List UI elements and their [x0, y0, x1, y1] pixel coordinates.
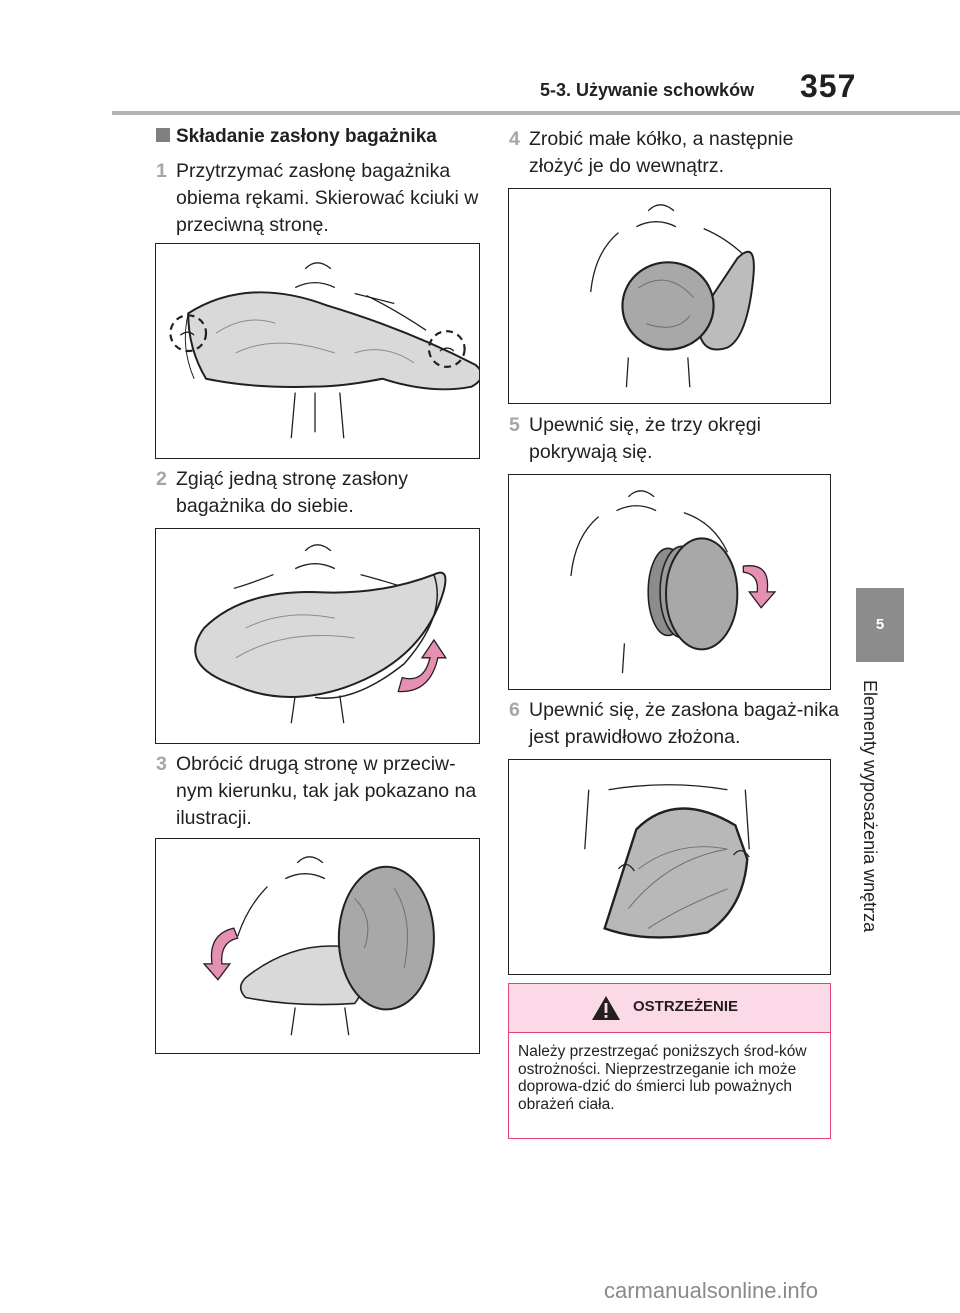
step-5: 5 Upewnić się, że trzy okręgi pokrywają …	[509, 412, 839, 466]
warning-header: OSTRZEŻENIE	[509, 984, 830, 1033]
warning-box: OSTRZEŻENIE Należy przestrzegać poniższy…	[508, 983, 831, 1139]
warning-text: Należy przestrzegać poniższych środ-ków …	[518, 1043, 807, 1113]
illustration-step-2	[155, 528, 480, 744]
step-4: 4 Zrobić małe kółko, a następnie złożyć …	[509, 126, 839, 180]
header-title: 5-3. Używanie schowków	[540, 80, 755, 100]
square-bullet-icon	[156, 128, 170, 142]
footer-watermark: carmanualsonline.info	[604, 1278, 819, 1303]
illustration-step-1	[155, 243, 480, 459]
header-rule	[112, 111, 960, 115]
step-number: 1	[156, 160, 167, 182]
overlap-circles-illustration	[570, 490, 777, 674]
step-text: Zgiąć jedną stronę zasłony bagażnika do …	[176, 468, 408, 517]
step-text: Upewnić się, że trzy okręgi pokrywają si…	[529, 414, 761, 463]
warning-title: OSTRZEŻENIE	[633, 998, 739, 1015]
chapter-tab: 5	[856, 588, 904, 662]
step-1: 1 Przytrzymać zasłonę bagażnika obiema r…	[156, 158, 486, 239]
hold-cover-illustration	[169, 262, 479, 439]
step-text: Upewnić się, że zasłona bagaż-nika jest …	[529, 699, 840, 748]
folded-cover-illustration	[584, 784, 750, 939]
small-circle-illustration	[590, 204, 755, 388]
step-6: 6 Upewnić się, że zasłona bagaż-nika jes…	[509, 697, 839, 751]
illustration-step-4	[508, 188, 831, 404]
rotate-cover-illustration	[202, 856, 435, 1036]
step-text: Zrobić małe kółko, a następnie złożyć je…	[529, 128, 794, 177]
illustration-step-6	[508, 759, 831, 975]
page-number: 357	[800, 68, 857, 104]
chapter-label: Elementy wyposażenia wnętrza	[860, 680, 880, 933]
step-text: Przytrzymać zasłonę bagażnika obiema ręk…	[176, 160, 479, 236]
step-number: 4	[509, 128, 520, 150]
bend-cover-illustration	[194, 544, 448, 724]
step-number: 2	[156, 468, 167, 490]
illustration-step-5	[508, 474, 831, 690]
step-text: Obrócić drugą stronę w przeciw-nym kieru…	[176, 753, 477, 829]
warning-triangle-icon	[592, 996, 620, 1020]
step-number: 6	[509, 699, 520, 721]
section-title-text: Składanie zasłony bagażnika	[176, 126, 437, 147]
step-number: 5	[509, 414, 520, 436]
illustration-step-3	[155, 838, 480, 1054]
section-title: Składanie zasłony bagażnika	[156, 126, 437, 148]
step-number: 3	[156, 753, 167, 775]
step-3: 3 Obrócić drugą stronę w przeciw-nym kie…	[156, 751, 486, 832]
step-2: 2 Zgiąć jedną stronę zasłony bagażnika d…	[156, 466, 486, 520]
